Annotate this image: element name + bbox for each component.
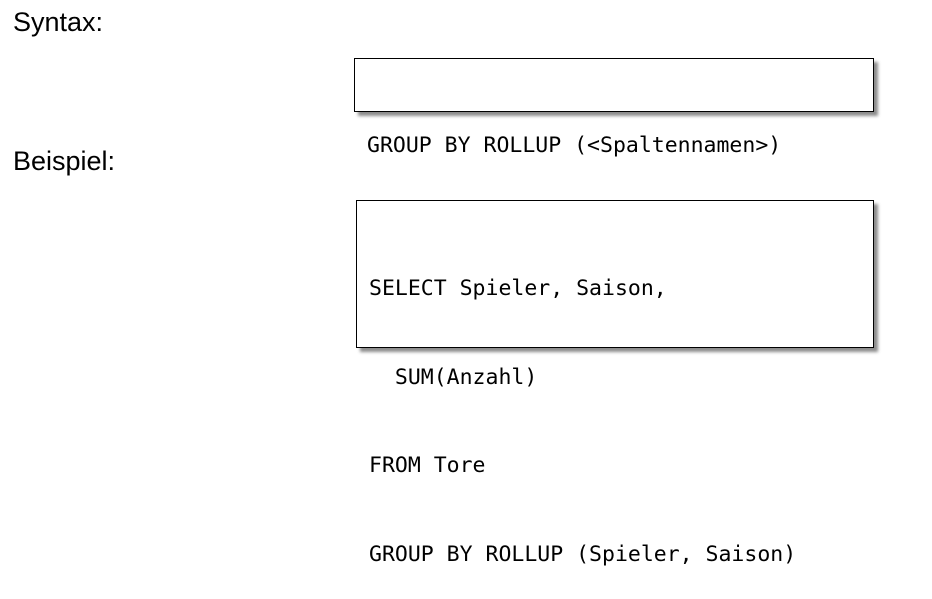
syntax-code-box: GROUP BY ROLLUP (<Spaltennamen>) (354, 58, 874, 158)
example-code-line: GROUP BY ROLLUP (Spieler, Saison) (369, 541, 797, 567)
example-code-line: FROM Tore (369, 453, 486, 478)
example-code-line: SELECT Spieler, Saison, (369, 276, 667, 301)
syntax-heading: Syntax: (13, 7, 104, 37)
syntax-code-line: GROUP BY ROLLUP (<Spaltennamen>) (367, 133, 782, 158)
example-code-box: SELECT Spieler, Saison, SUM(Anzahl) FROM… (356, 200, 874, 567)
example-heading: Beispiel: (13, 146, 116, 176)
example-code-line: SUM(Anzahl) (369, 364, 538, 390)
